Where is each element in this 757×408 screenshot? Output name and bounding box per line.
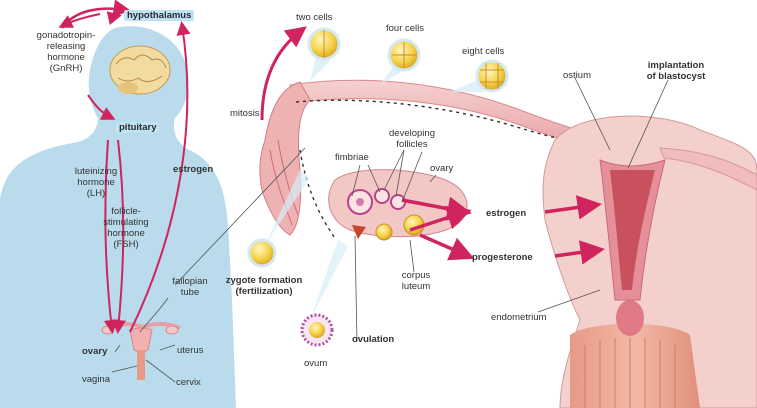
label-uterus-left: uterus <box>177 345 203 356</box>
label-lh: luteinizing hormone (LH) <box>75 166 117 199</box>
brain-illustration <box>110 46 170 94</box>
label-hypothalamus: hypothalamus <box>124 10 194 21</box>
label-four-cells: four cells <box>386 23 424 34</box>
label-zygote-formation: zygote formation (fertilization) <box>226 275 303 297</box>
label-ovum: ovum <box>304 358 327 369</box>
label-gnrh: gonadotropin- releasing hormone (GnRH) <box>37 30 96 74</box>
label-mitosis: mitosis <box>230 108 260 119</box>
label-ovary-right: ovary <box>430 163 453 174</box>
label-progesterone: progesterone <box>472 252 533 263</box>
label-fallopian-tube: fallopian tube <box>172 276 207 298</box>
label-ovulation: ovulation <box>352 334 394 345</box>
label-fsh: follicle- stimulating hormone (FSH) <box>103 206 148 250</box>
label-ovary-left: ovary <box>82 346 107 357</box>
uterus-and-tube <box>260 80 757 408</box>
label-implantation: implantation of blastocyst <box>647 60 706 82</box>
label-endometrium: endometrium <box>491 312 546 323</box>
pituitary-text: pituitary <box>119 122 156 133</box>
label-pituitary: pituitary <box>116 122 159 133</box>
label-vagina: vagina <box>82 374 110 385</box>
label-corpus-luteum: corpus luteum <box>402 270 431 292</box>
label-estrogen-right: estrogen <box>486 208 526 219</box>
label-cervix: cervix <box>176 377 201 388</box>
hypothalamus-arrow <box>62 9 126 28</box>
label-developing-follicles: developing follicles <box>389 128 435 150</box>
label-fimbriae: fimbriae <box>335 152 369 163</box>
ovary-illustration <box>329 170 467 240</box>
label-eight-cells: eight cells <box>462 46 504 57</box>
label-two-cells: two cells <box>296 12 332 23</box>
label-ostium: ostium <box>563 70 591 81</box>
label-estrogen-left: estrogen <box>173 164 213 175</box>
hypothalamus-text: hypothalamus <box>127 10 191 21</box>
